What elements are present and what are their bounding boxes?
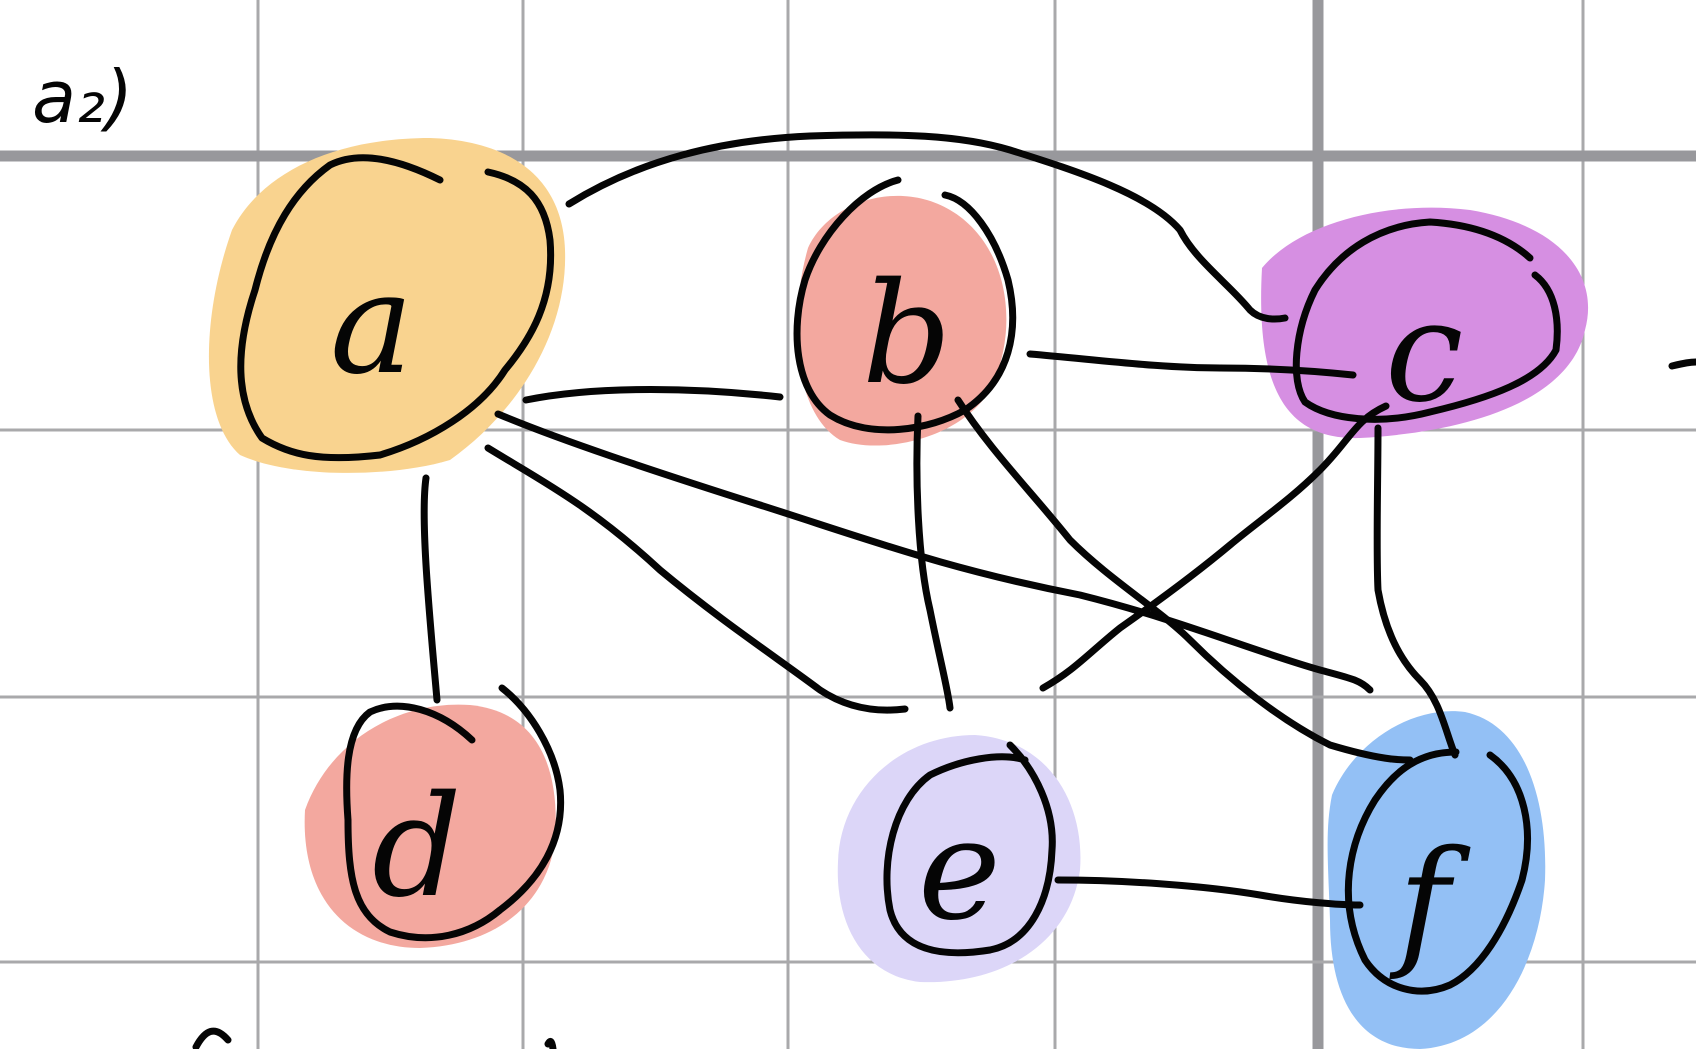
edge-c-f	[1373, 424, 1459, 759]
node-d-label: d	[372, 766, 462, 929]
node-d-highlight	[304, 704, 556, 948]
graph-edges	[420, 131, 1459, 909]
node-f-outline	[1344, 748, 1531, 995]
edge-a-d	[420, 474, 441, 704]
stroke-mark	[544, 1037, 557, 1049]
node-a-highlight	[208, 138, 566, 473]
node-highlights	[208, 138, 1589, 1049]
edge-a-c	[565, 131, 1289, 323]
graph-nodes	[237, 154, 1561, 995]
node-labels: a b c d e f	[330, 243, 1471, 984]
node-b-highlight	[797, 195, 1007, 446]
node-e-label: e	[918, 789, 1001, 952]
stroke-mark	[1668, 358, 1696, 370]
edge-b-e	[913, 412, 954, 712]
node-b-label: b	[862, 253, 952, 416]
stroke-mark	[192, 1027, 232, 1049]
node-c-highlight	[1261, 207, 1589, 439]
node-a-label: a	[330, 243, 413, 406]
edge-a-b	[522, 386, 784, 404]
edge-e-f	[1054, 876, 1364, 909]
edge-c-e	[1039, 402, 1390, 692]
node-d-outline	[343, 684, 565, 942]
node-a-outline	[237, 154, 555, 462]
problem-label: a₂)	[32, 55, 133, 139]
edge-a-e	[484, 444, 909, 714]
node-e-highlight	[837, 735, 1081, 983]
edge-b-f	[954, 396, 1414, 764]
node-b-outline	[793, 176, 1017, 434]
edge-b-c	[1026, 350, 1357, 379]
node-c-outline	[1292, 218, 1561, 423]
edge-a-f	[494, 410, 1374, 694]
node-e-outline	[883, 741, 1056, 957]
node-c-label: c	[1385, 271, 1463, 434]
